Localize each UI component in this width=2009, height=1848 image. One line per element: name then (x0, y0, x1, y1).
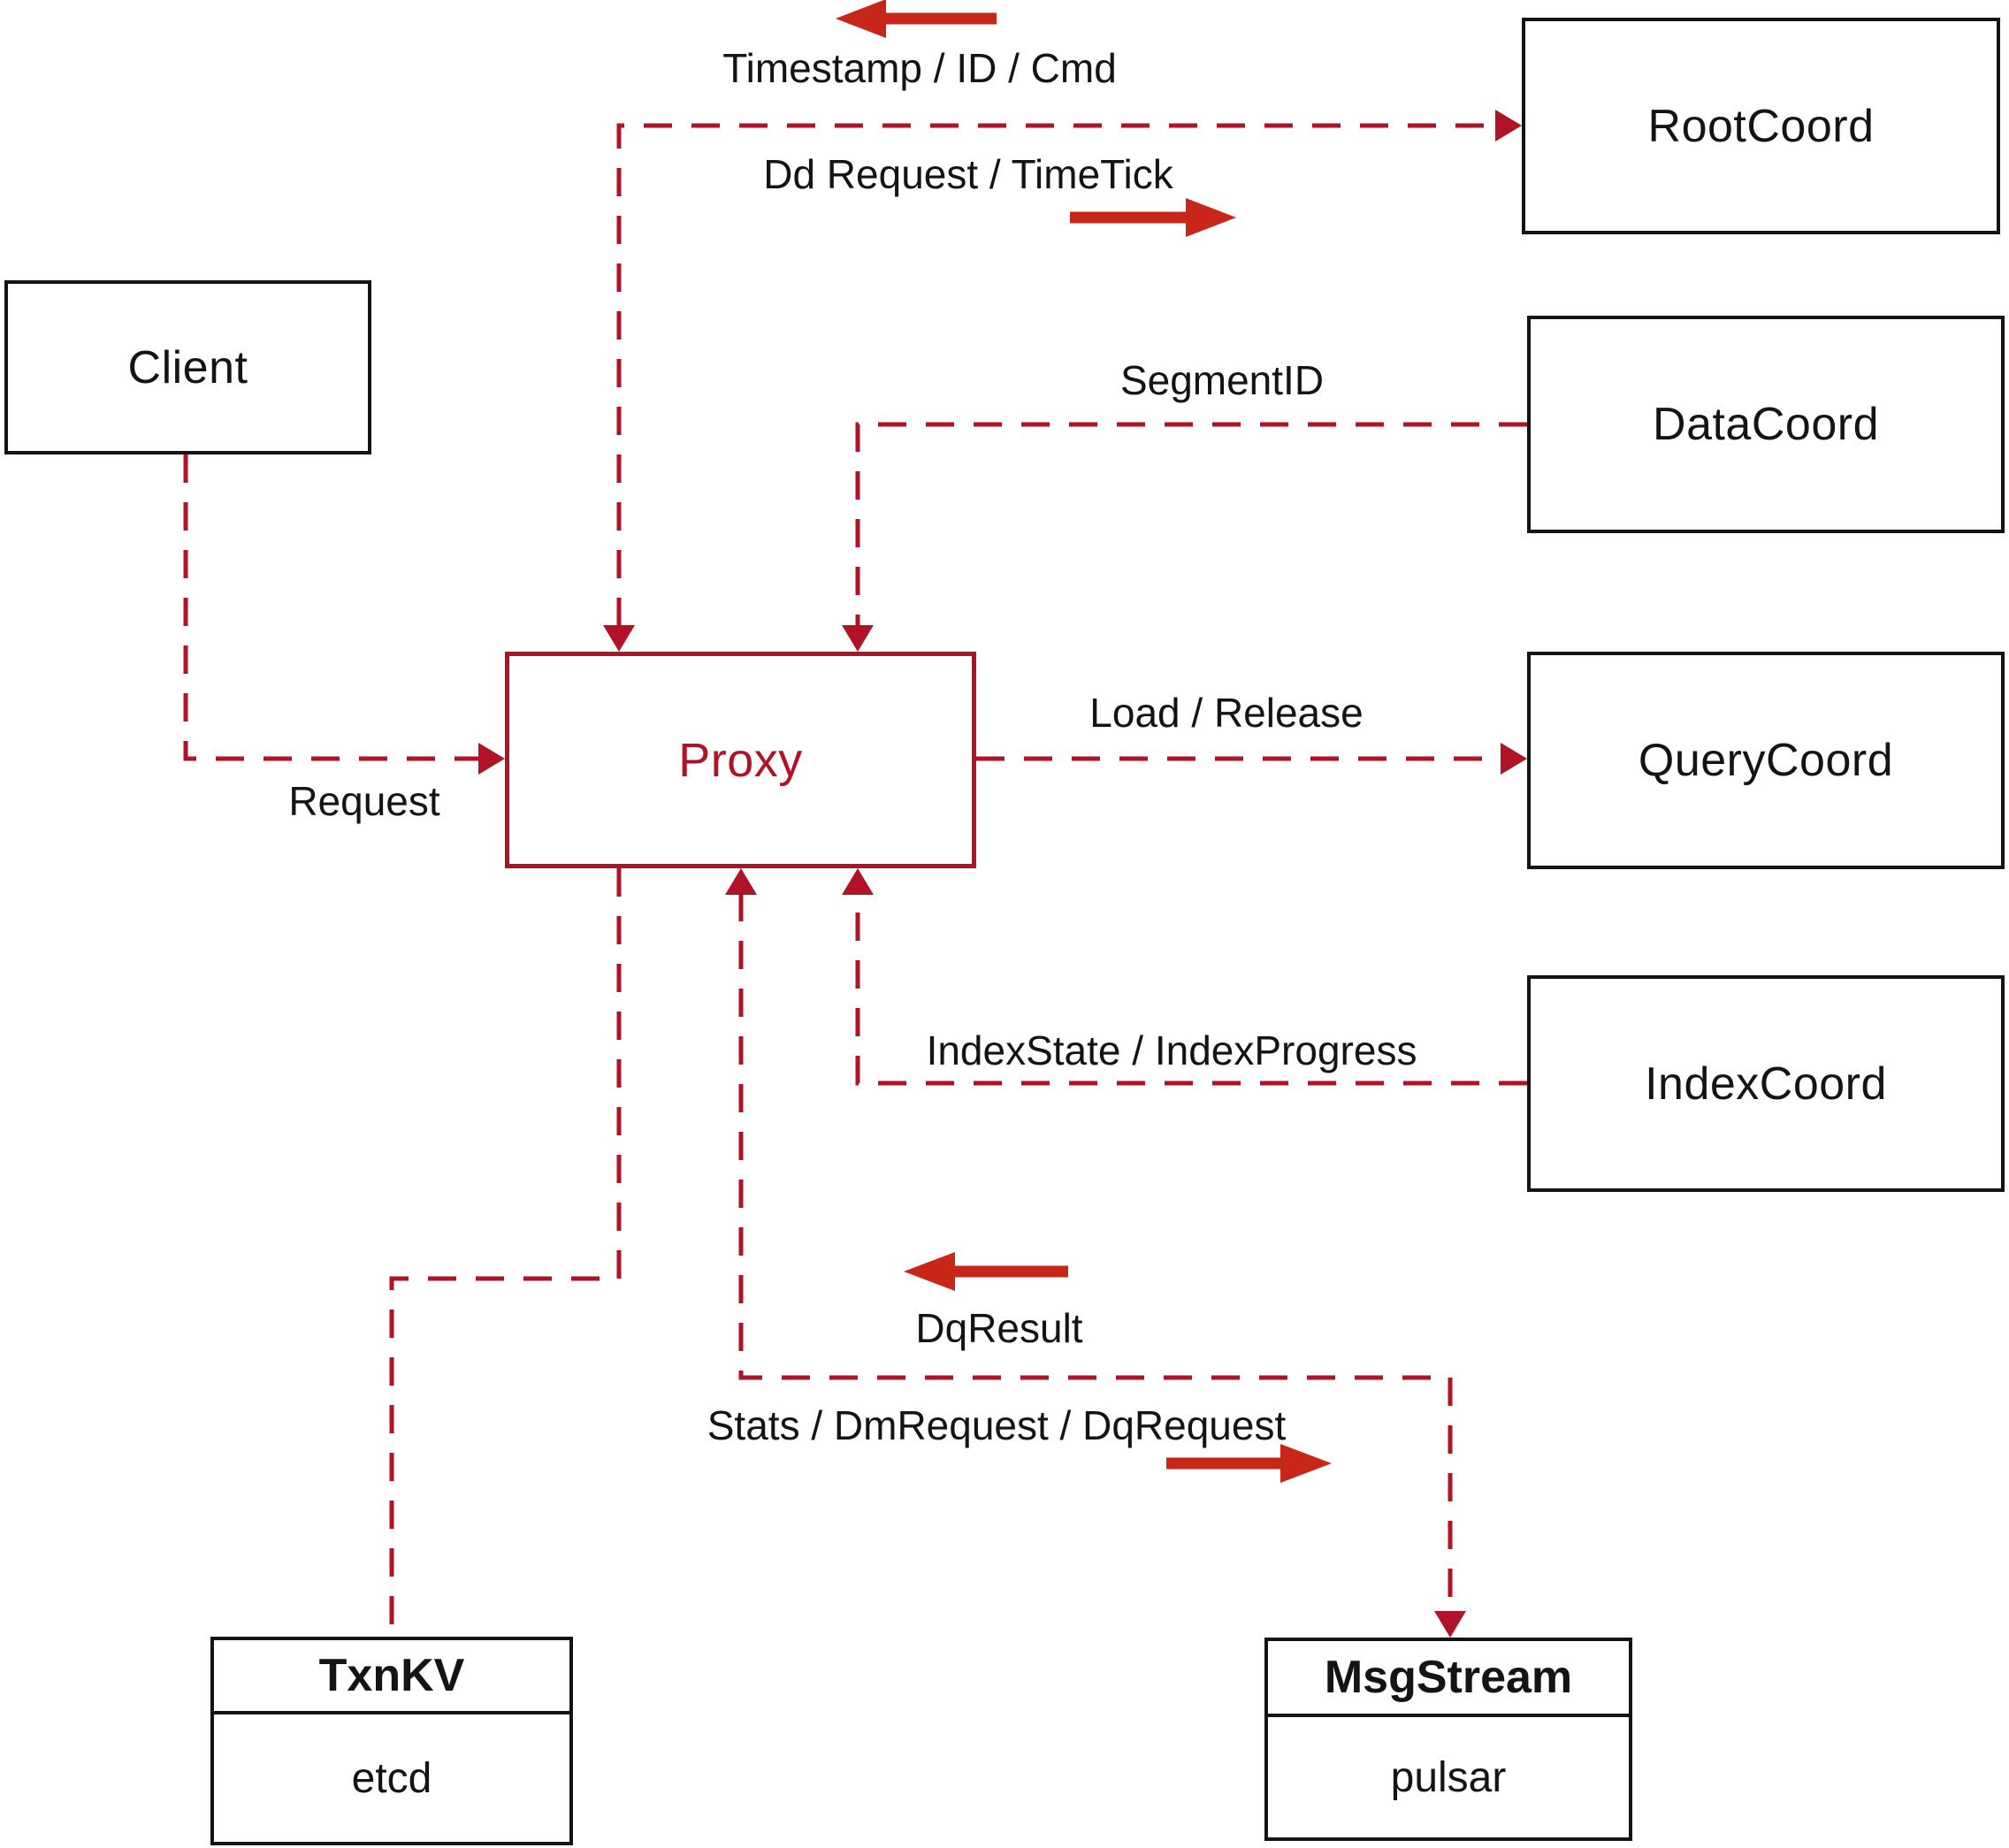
label-dd-request-timetick: Dd Request / TimeTick (763, 151, 1173, 197)
node-rootcoord: RootCoord (1522, 18, 2000, 234)
node-datacoord: DataCoord (1527, 316, 2005, 533)
edge-datacoord-proxy (855, 422, 1527, 626)
label-request: Request (288, 778, 440, 824)
arrow-left-dqresult-icon (904, 1252, 1068, 1291)
arrowhead-into-proxy-bot-1 (842, 868, 874, 895)
arrow-right-stats-icon (1166, 1444, 1332, 1483)
node-msgstream: MsgStream pulsar (1264, 1638, 1632, 1841)
node-msgstream-title-label: MsgStream (1324, 1652, 1573, 1703)
arrowhead-into-proxy-top-1 (603, 625, 635, 652)
node-msgstream-body: pulsar (1268, 1717, 1629, 1837)
node-rootcoord-label: RootCoord (1647, 100, 1875, 152)
node-datacoord-label: DataCoord (1653, 399, 1879, 450)
edge-client-proxy (183, 454, 480, 761)
label-load-release: Load / Release (1089, 690, 1364, 736)
label-dq-result: DqResult (915, 1305, 1083, 1351)
arrow-right-ddrequest-icon (1070, 198, 1236, 237)
label-segment-id: SegmentID (1119, 357, 1325, 403)
label-index-state: IndexState / IndexProgress (926, 1027, 1417, 1073)
node-client-label: Client (127, 341, 248, 393)
edge-proxy-msgstream (738, 893, 1453, 1613)
node-proxy: Proxy (505, 652, 976, 868)
node-proxy-label: Proxy (678, 733, 803, 787)
node-txnkv-title-label: TxnKV (318, 1650, 465, 1701)
arrowhead-into-proxy-left (478, 743, 505, 775)
node-querycoord: QueryCoord (1527, 652, 2005, 869)
direction-arrows (836, 0, 1332, 1483)
node-indexcoord: IndexCoord (1527, 975, 2005, 1192)
node-msgstream-body-label: pulsar (1390, 1753, 1507, 1801)
node-txnkv-body-label: etcd (351, 1754, 432, 1802)
edge-proxy-txnkv (389, 868, 622, 1635)
arrowhead-into-rootcoord (1495, 110, 1522, 141)
arrowhead-into-querycoord (1501, 743, 1527, 775)
label-timestamp-id-cmd: Timestamp / ID / Cmd (722, 45, 1117, 91)
arrowhead-into-proxy-top-2 (842, 625, 874, 652)
node-client: Client (4, 280, 371, 454)
node-txnkv-body: etcd (214, 1714, 569, 1842)
arrowhead-into-msgstream (1434, 1611, 1466, 1638)
node-msgstream-title: MsgStream (1268, 1641, 1629, 1717)
arrowhead-into-proxy-bot-2 (725, 868, 757, 895)
arrow-left-timestamp-icon (836, 0, 997, 38)
node-querycoord-label: QueryCoord (1638, 735, 1894, 786)
edge-proxy-rootcoord (616, 123, 1497, 626)
node-txnkv: TxnKV etcd (210, 1637, 573, 1845)
node-indexcoord-label: IndexCoord (1645, 1058, 1887, 1110)
edge-indexcoord-proxy (855, 893, 1527, 1086)
node-txnkv-title: TxnKV (214, 1640, 569, 1714)
label-stats-dm-dq: Stats / DmRequest / DqRequest (707, 1402, 1287, 1448)
